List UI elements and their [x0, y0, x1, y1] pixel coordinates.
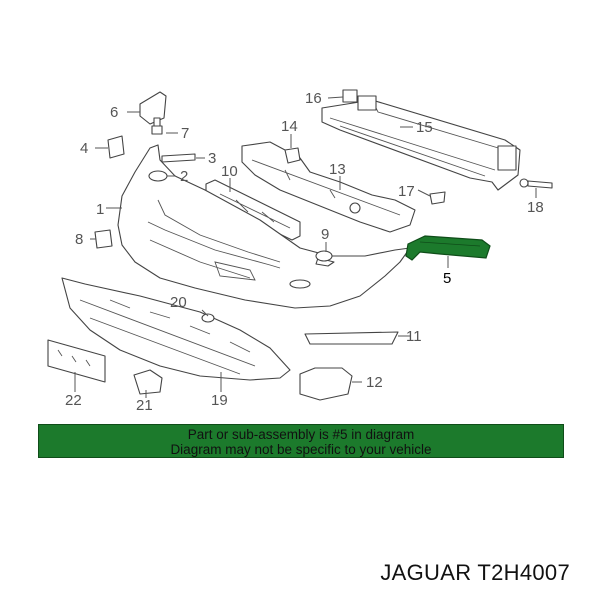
- callout-17: 17: [398, 183, 415, 200]
- part-20-fastener: [201, 313, 215, 323]
- callout-18: 18: [527, 199, 544, 216]
- callout-20: 20: [170, 294, 187, 311]
- callout-6: 6: [110, 104, 118, 121]
- callout-8: 8: [75, 231, 83, 248]
- notice-line-1: Part or sub-assembly is #5 in diagram: [187, 427, 415, 442]
- callout-5: 5: [443, 270, 451, 287]
- notice-line-2: Diagram may not be specific to your vehi…: [170, 442, 432, 457]
- part-18-bolt: [519, 178, 553, 189]
- part-4-bracket: [107, 135, 125, 159]
- callout-7: 7: [181, 125, 189, 142]
- callout-4: 4: [80, 140, 88, 157]
- callout-15: 15: [416, 119, 433, 136]
- callout-10: 10: [221, 163, 238, 180]
- part-7-screw: [151, 117, 163, 135]
- callout-21: 21: [136, 397, 153, 414]
- callout-2: 2: [180, 168, 188, 185]
- part-19-undertray: [61, 277, 291, 381]
- part-3-bolt: [161, 153, 196, 163]
- part-6-bracket: [139, 91, 167, 125]
- part-17-clip: [429, 191, 446, 205]
- callout-13: 13: [329, 161, 346, 178]
- callout-labels: 1 2 3 4 5 6 7 8 9 10 11 12 13 14 15 16 1…: [65, 90, 544, 414]
- part-16-clip: [342, 89, 358, 103]
- leader-lines: [74, 96, 537, 398]
- part-13-upper-panel: [241, 141, 416, 233]
- callout-1: 1: [96, 201, 104, 218]
- part-21-bracket: [133, 369, 163, 395]
- callout-19: 19: [211, 392, 228, 409]
- callout-16: 16: [305, 90, 322, 107]
- callout-22: 22: [65, 392, 82, 409]
- part-12-fog-bracket: [299, 367, 353, 401]
- notice-banner: Part or sub-assembly is #5 in diagram Di…: [38, 424, 564, 458]
- part-8-clip: [94, 229, 113, 249]
- part-22-plate-bracket: [47, 339, 106, 383]
- part-number-label: JAGUAR T2H4007: [380, 560, 570, 585]
- part-15-bumper-beam: [321, 95, 521, 191]
- callout-9: 9: [321, 226, 329, 243]
- part-5-bracket-highlighted: [405, 235, 491, 261]
- callout-3: 3: [208, 150, 216, 167]
- callout-11: 11: [406, 328, 422, 345]
- part-2-grommet: [148, 170, 168, 182]
- part-14-bracket: [284, 147, 301, 164]
- callout-12: 12: [366, 374, 383, 391]
- part-9-washer-jet: [315, 250, 333, 262]
- part-11-trim-strip: [304, 331, 399, 345]
- callout-14: 14: [281, 118, 298, 135]
